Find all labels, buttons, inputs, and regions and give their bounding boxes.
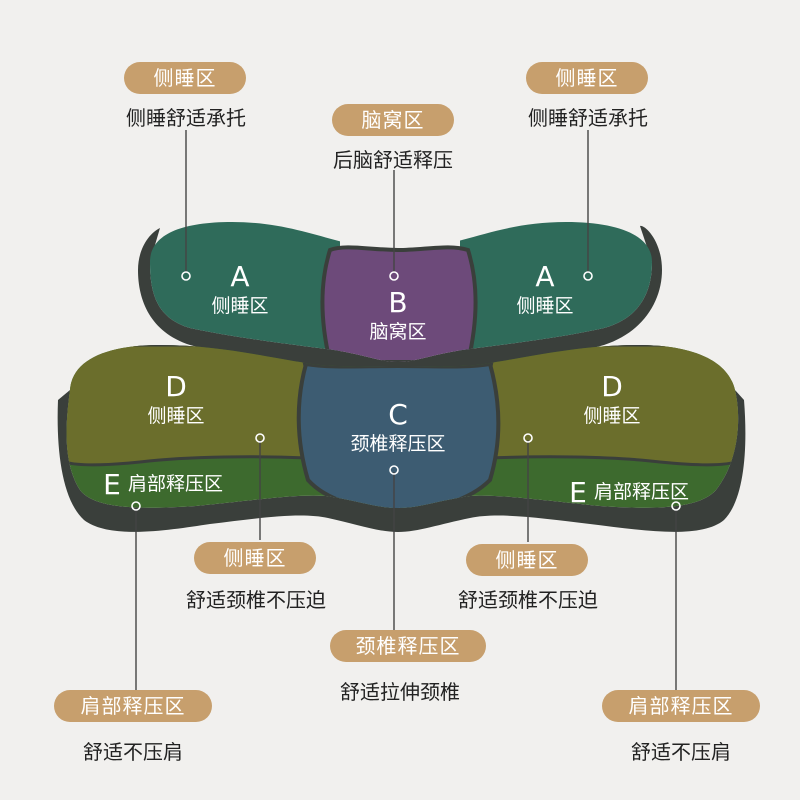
callout-neck-side-right-desc: 舒适颈椎不压迫 [458, 588, 598, 612]
zone-d-left-name: 侧睡区 [147, 405, 204, 427]
callout-head-desc: 后脑舒适释压 [333, 148, 453, 172]
zone-a-right-name: 侧睡区 [516, 295, 573, 317]
callout-side-right-title: 侧睡区 [526, 62, 648, 94]
callout-side-right-desc: 侧睡舒适承托 [528, 106, 648, 130]
zone-e-left-letter: E [103, 468, 121, 501]
callout-side-left-title: 侧睡区 [124, 62, 246, 94]
zone-c-name: 颈椎释压区 [350, 433, 445, 455]
zone-e-left-name: 肩部释压区 [128, 473, 223, 495]
marker-side-left [181, 271, 191, 281]
zone-a-left-letter: A [230, 260, 249, 293]
callout-shoulder-right-title: 肩部释压区 [602, 690, 760, 722]
marker-neck [389, 465, 399, 475]
zone-b-surface [320, 245, 478, 362]
marker-shoulder-right [671, 501, 681, 511]
callout-neck-title: 颈椎释压区 [330, 630, 486, 662]
marker-neck-side-right [523, 433, 533, 443]
marker-shoulder-left [131, 501, 141, 511]
zone-c-letter: C [388, 398, 408, 431]
callout-side-left-desc: 侧睡舒适承托 [126, 106, 246, 130]
callout-neck-desc: 舒适拉伸颈椎 [340, 680, 460, 704]
callout-shoulder-right-desc: 舒适不压肩 [631, 740, 731, 764]
callout-neck-side-right-title: 侧睡区 [466, 544, 588, 576]
callout-neck-side-left-title: 侧睡区 [194, 542, 316, 574]
zone-a-right-letter: A [535, 260, 554, 293]
marker-head [389, 271, 399, 281]
marker-neck-side-left [255, 433, 265, 443]
callout-head-title: 脑窝区 [332, 104, 454, 136]
zone-d-left-letter: D [165, 370, 187, 403]
zone-d-right-letter: D [601, 370, 623, 403]
zone-b-letter: B [388, 286, 407, 319]
back-pillow-edge [138, 225, 662, 380]
zone-a-left-name: 侧睡区 [211, 295, 268, 317]
callout-neck-side-left-desc: 舒适颈椎不压迫 [186, 588, 326, 612]
zone-e-right-name: 肩部释压区 [594, 481, 689, 503]
callout-shoulder-left-desc: 舒适不压肩 [83, 740, 183, 764]
marker-side-right [583, 271, 593, 281]
callout-shoulder-left-title: 肩部释压区 [54, 690, 212, 722]
zone-b-name: 脑窝区 [369, 321, 426, 343]
zone-e-right-letter: E [569, 476, 587, 509]
zone-d-right-name: 侧睡区 [583, 405, 640, 427]
